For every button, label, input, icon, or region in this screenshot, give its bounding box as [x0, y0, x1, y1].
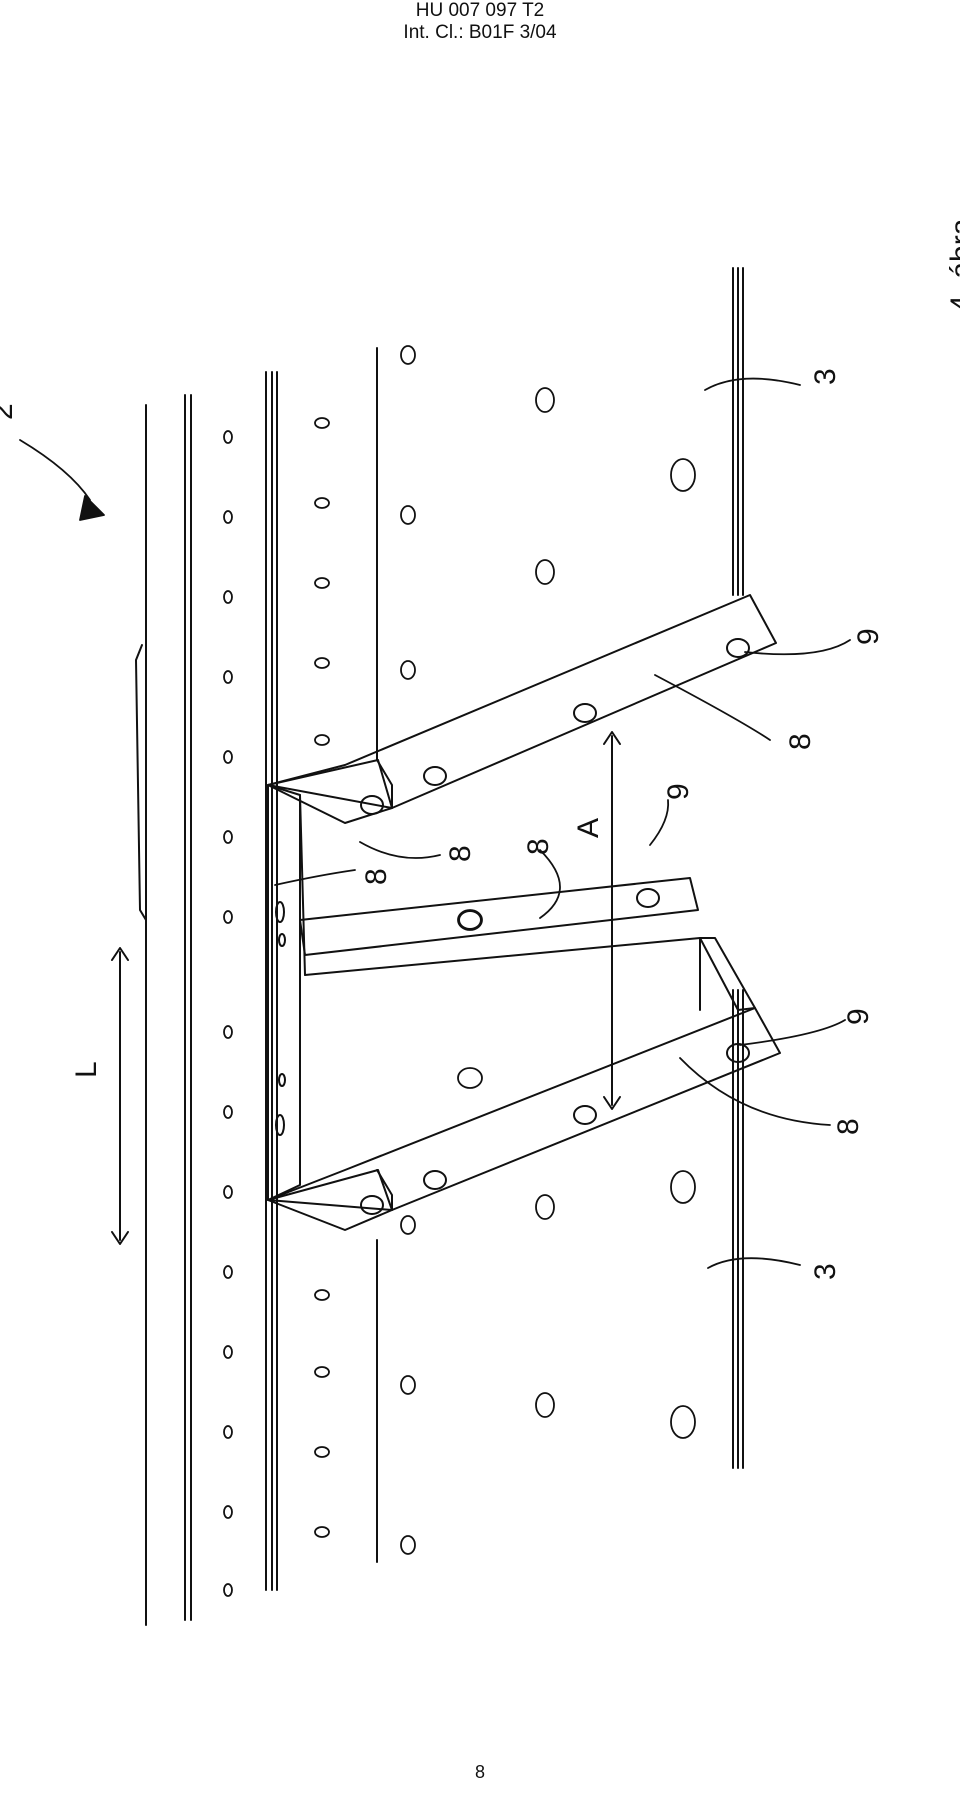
- label-ref-A: A: [572, 818, 605, 838]
- label-ref-9-a: 9: [852, 628, 885, 645]
- label-ref-L: L: [70, 1061, 103, 1078]
- channel-plate: [267, 784, 701, 1201]
- classification: Int. Cl.: B01F 3/04: [403, 22, 557, 43]
- leader-lines: [19, 377, 851, 1269]
- label-ref-8-d: 8: [522, 838, 555, 855]
- label-ref-9-c: 9: [842, 1008, 875, 1025]
- document-number: HU 007 097 T2: [415, 0, 545, 21]
- page-header: HU 007 097 T2 Int. Cl.: B01F 3/04: [0, 0, 960, 44]
- label-ref-8-b: 8: [444, 845, 477, 862]
- upper-bracket: [267, 594, 777, 824]
- structure-lines: [135, 267, 744, 1626]
- label-ref-9-b: 9: [662, 783, 695, 800]
- label-ref-8-c: 8: [360, 868, 393, 885]
- dimension-arrows: [111, 731, 621, 1245]
- label-ref-8-e: 8: [832, 1118, 865, 1135]
- lower-bracket: [267, 937, 781, 1231]
- perforation-holes: [223, 345, 696, 1597]
- label-ref-3-lower: 3: [809, 1263, 842, 1280]
- label-ref-3-upper: 3: [809, 368, 842, 385]
- label-ref-8-a: 8: [784, 733, 817, 750]
- label-ref-2: 2: [0, 403, 19, 420]
- reference-labels: 2 L A 3 3 8 8 8 8 8 9 9 9: [0, 368, 885, 1280]
- page-number: 8: [474, 1762, 485, 1782]
